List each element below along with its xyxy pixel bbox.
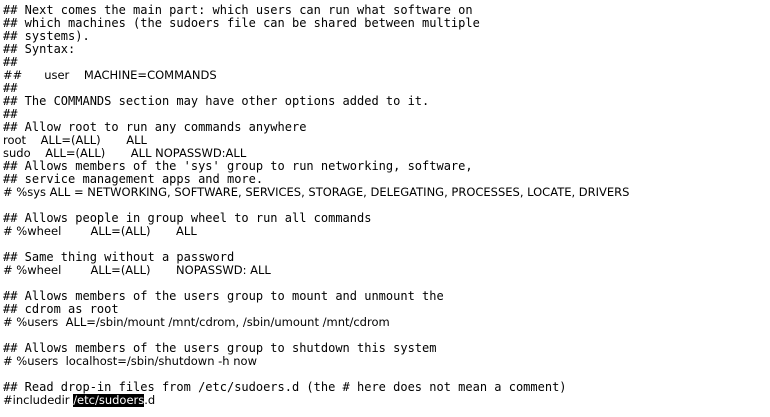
- text-line: ## Next comes the main part: which users…: [3, 4, 473, 17]
- text-line: ## Same thing without a password: [3, 251, 235, 264]
- text-line: ## Allows members of the 'sys' group to …: [3, 160, 473, 173]
- includedir-suffix: .d: [144, 394, 156, 407]
- text-line: ## Allows people in group wheel to run a…: [3, 212, 372, 225]
- text-line: ##: [3, 56, 18, 69]
- text-line: [3, 277, 770, 290]
- text-line: [3, 329, 770, 342]
- text-line: ## systems).: [3, 30, 90, 43]
- text-line: [3, 368, 770, 381]
- text-line: ## Allow root to run any commands anywhe…: [3, 121, 307, 134]
- text-line: ## Allows members of the users group to …: [3, 290, 444, 303]
- text-line: # %sys ALL = NETWORKING, SOFTWARE, SERVI…: [3, 186, 630, 199]
- selected-text[interactable]: /etc/sudoers: [73, 394, 145, 407]
- text-line: ## Syntax:: [3, 43, 76, 56]
- text-line: ##: [3, 82, 18, 95]
- file-lines: ## Next comes the main part: which users…: [3, 4, 770, 394]
- text-line: ##: [3, 108, 18, 121]
- text-line: ## which machines (the sudoers file can …: [3, 17, 480, 30]
- text-line: [3, 238, 770, 251]
- includedir-line: #includedir /etc/sudoers.d: [3, 394, 770, 407]
- text-line: [3, 199, 770, 212]
- text-line: ## Allows members of the users group to …: [3, 342, 437, 355]
- text-line: # %wheel ALL=(ALL) ALL: [3, 225, 197, 238]
- text-line: # %users ALL=/sbin/mount /mnt/cdrom, /sb…: [3, 316, 390, 329]
- text-line: ## service management apps and more.: [3, 173, 264, 186]
- text-line: # %users localhost=/sbin/shutdown -h now: [3, 355, 257, 368]
- text-line: ## Read drop-in files from /etc/sudoers.…: [3, 381, 567, 394]
- text-line: sudo ALL=(ALL) ALL NOPASSWD:ALL: [3, 147, 247, 160]
- text-line: # %wheel ALL=(ALL) NOPASSWD: ALL: [3, 264, 271, 277]
- text-line: ## The COMMANDS section may have other o…: [3, 95, 430, 108]
- text-line: root ALL=(ALL) ALL: [3, 134, 147, 147]
- includedir-prefix: #includedir: [3, 394, 74, 407]
- text-line: ## user MACHINE=COMMANDS: [3, 69, 217, 82]
- text-line: ## cdrom as root: [3, 303, 119, 316]
